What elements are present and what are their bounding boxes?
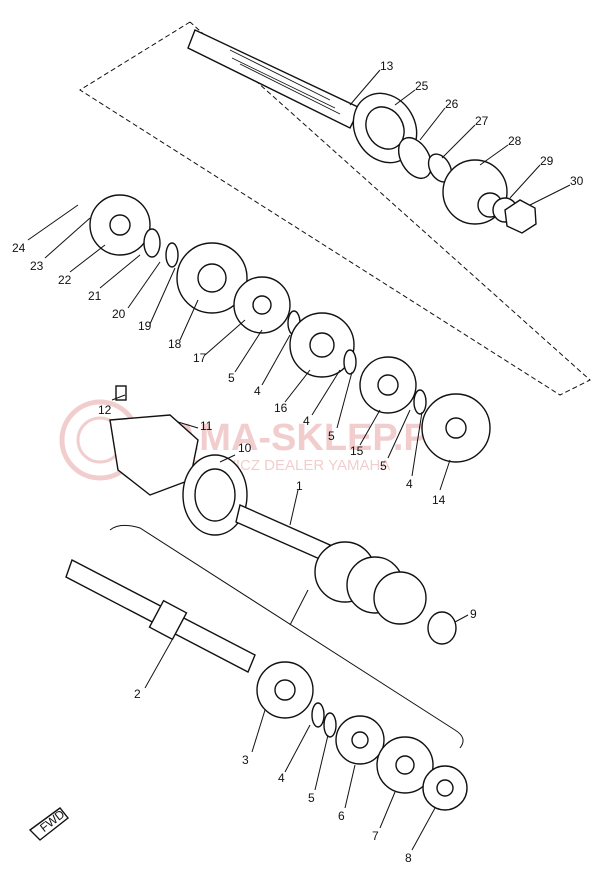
drive-axle-gears xyxy=(89,194,491,463)
callout-17: 17 xyxy=(193,351,207,365)
callout-25: 25 xyxy=(415,79,429,93)
callout-1: 1 xyxy=(296,479,303,493)
callout-21: 21 xyxy=(88,289,102,303)
callout-2: 2 xyxy=(134,687,141,701)
callout-19: 19 xyxy=(138,319,152,333)
callout-5a: 5 xyxy=(228,371,235,385)
callouts: 13 25 26 27 28 29 30 24 23 22 21 20 19 1… xyxy=(12,59,584,865)
bearing-10 xyxy=(182,454,248,536)
main-axle-1 xyxy=(235,504,331,561)
callout-30: 30 xyxy=(570,174,584,188)
main-axle-gears xyxy=(314,541,427,625)
callout-4a: 4 xyxy=(254,384,261,398)
callout-3: 3 xyxy=(242,753,249,767)
callout-4d: 4 xyxy=(278,771,285,785)
nut-30 xyxy=(504,199,537,234)
shaft-bracket xyxy=(109,524,464,749)
callout-11: 11 xyxy=(200,419,213,433)
callout-14: 14 xyxy=(432,493,446,507)
callout-5d: 5 xyxy=(308,791,315,805)
drive-sprocket-28 xyxy=(442,159,508,225)
callout-23: 23 xyxy=(30,259,44,273)
callout-22: 22 xyxy=(58,273,72,287)
oil-seal-26 xyxy=(397,137,433,179)
callout-27: 27 xyxy=(475,114,489,128)
callout-10: 10 xyxy=(238,441,252,455)
callout-6: 6 xyxy=(338,809,345,823)
callout-26: 26 xyxy=(445,97,459,111)
callout-4b: 4 xyxy=(303,414,310,428)
callout-20: 20 xyxy=(112,307,126,321)
callout-28: 28 xyxy=(508,134,522,148)
watermark-brand: YAMA-SKLEP.PL xyxy=(150,417,452,459)
callout-8: 8 xyxy=(405,851,412,865)
callout-4c: 4 xyxy=(406,477,413,491)
callout-16: 16 xyxy=(274,401,288,415)
callout-18: 18 xyxy=(168,337,182,351)
fwd-arrow: FWD xyxy=(28,807,69,841)
callout-5c: 5 xyxy=(380,459,387,473)
callout-13: 13 xyxy=(380,59,394,73)
bolt-12 xyxy=(115,385,127,401)
callout-24: 24 xyxy=(12,241,26,255)
callout-15: 15 xyxy=(350,444,364,458)
callout-29: 29 xyxy=(540,154,554,168)
callout-9: 9 xyxy=(470,607,477,621)
bushing-9 xyxy=(427,611,457,645)
callout-7: 7 xyxy=(372,829,379,843)
callout-12: 12 xyxy=(98,403,112,417)
drive-axle xyxy=(187,29,361,129)
main-shaft-gears xyxy=(256,661,468,811)
callout-5b: 5 xyxy=(328,429,335,443)
assembly-boundary xyxy=(79,21,591,396)
